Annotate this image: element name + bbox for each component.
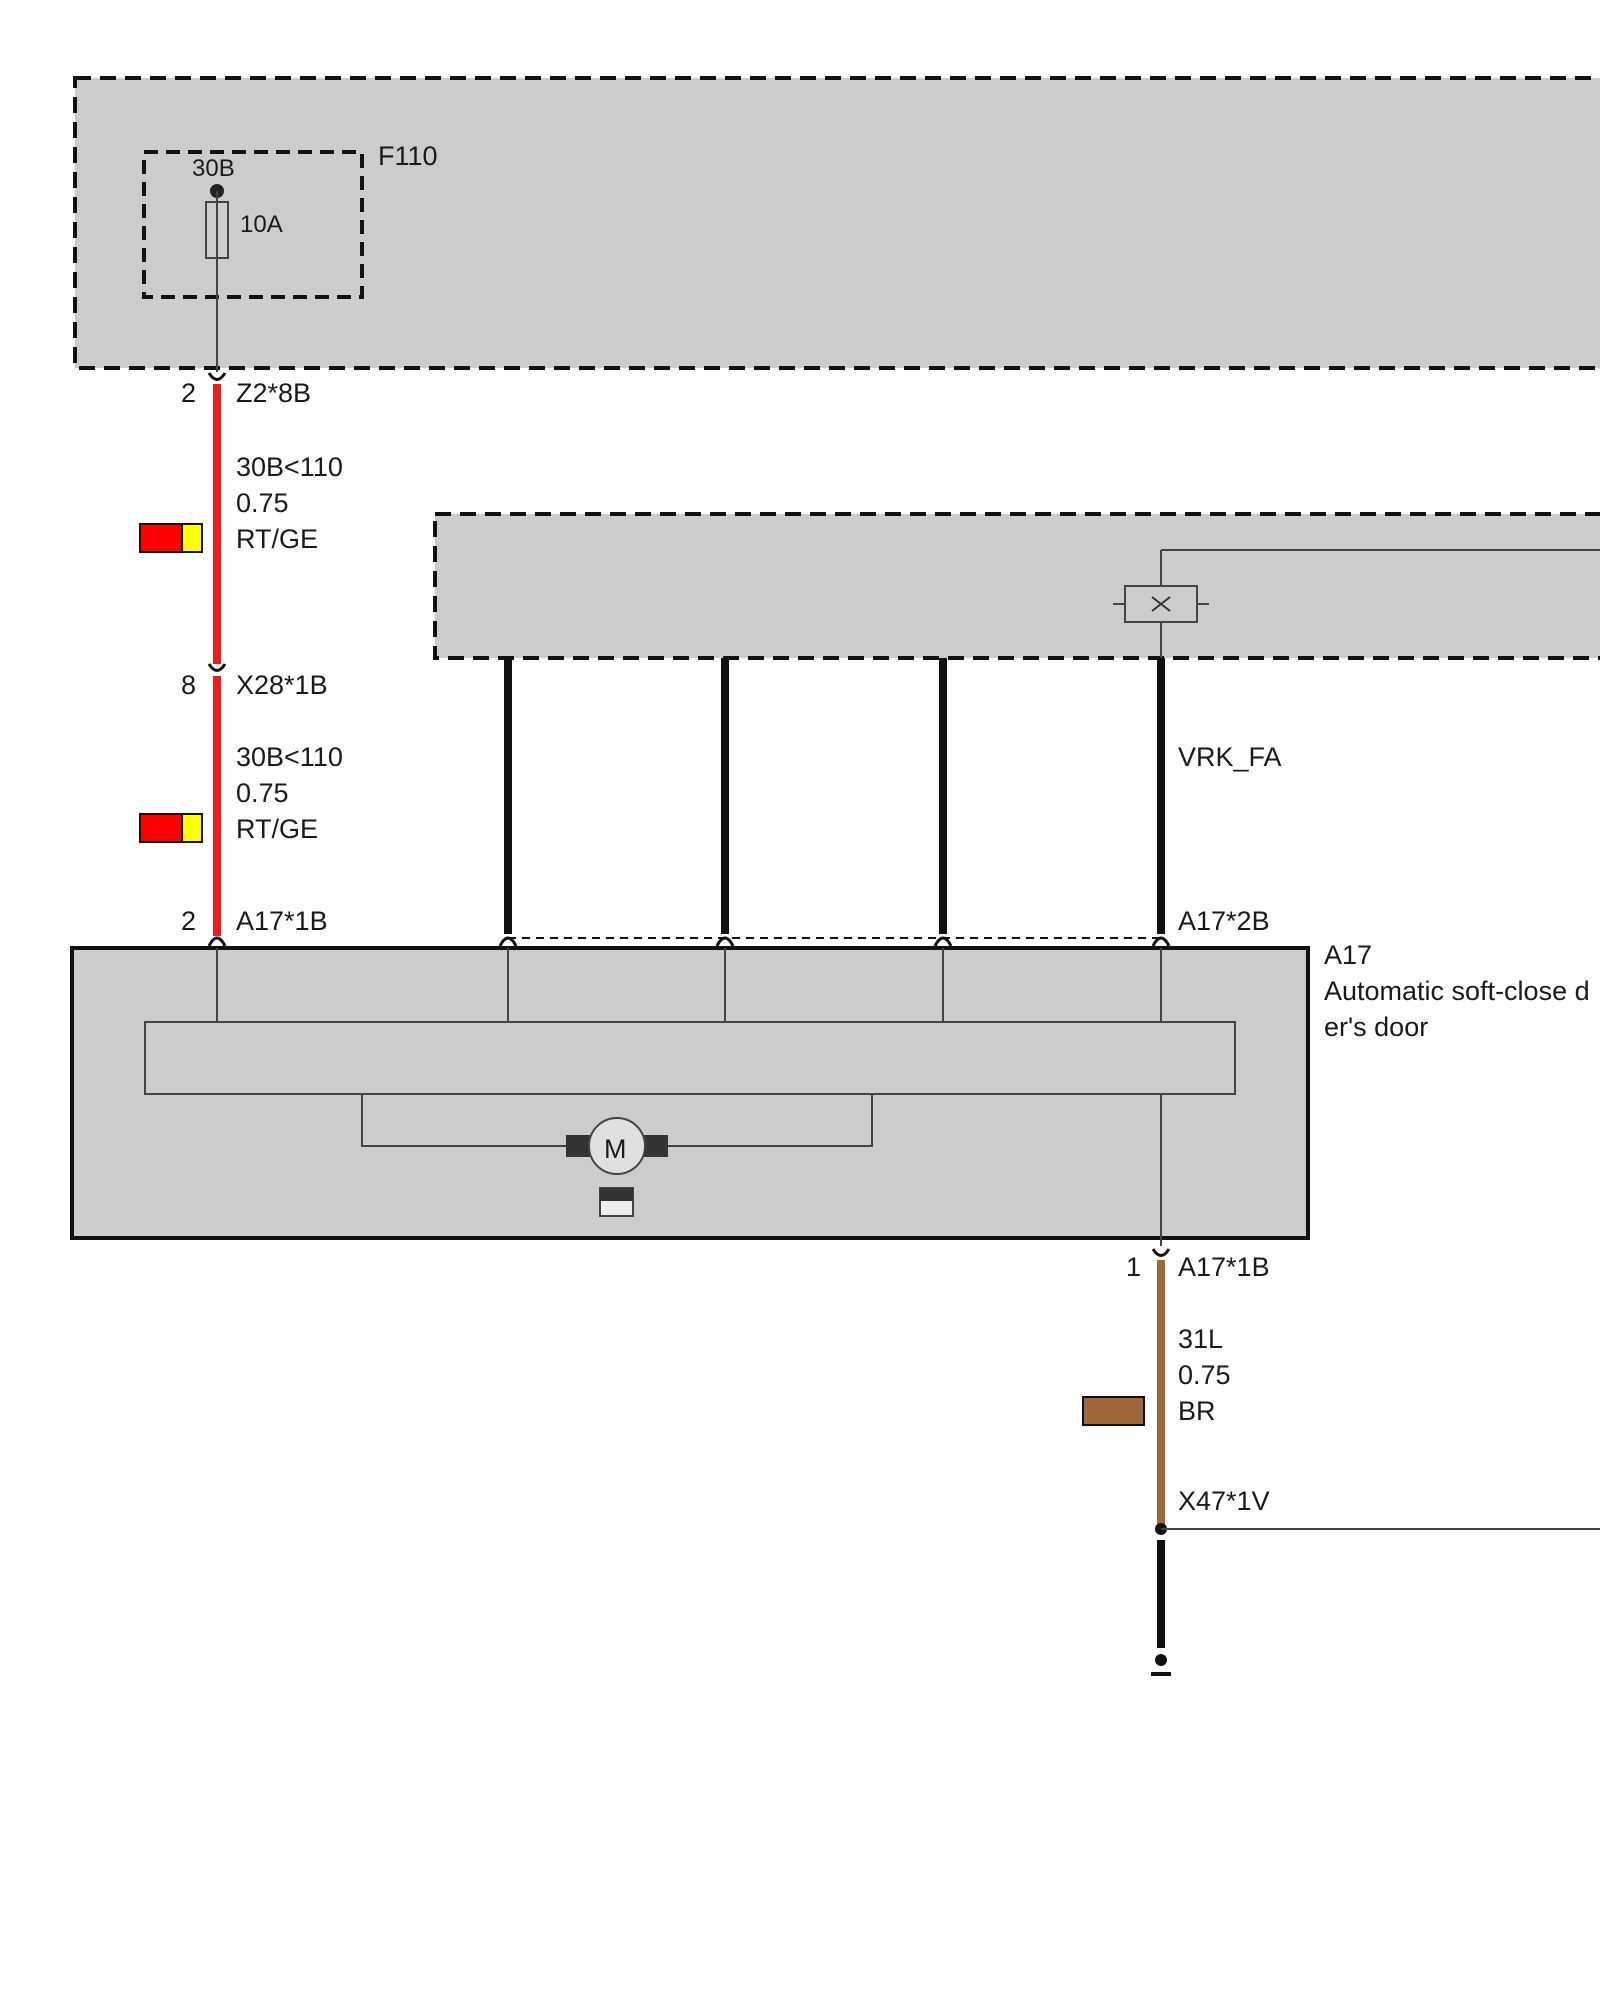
ground-connector: A17*1B [1178, 1252, 1270, 1282]
bus-arc-2 [715, 936, 735, 947]
motor-icon: M [566, 1117, 668, 1175]
fuse-inner-box [142, 150, 364, 299]
wire2-cross-section: 0.75 [236, 778, 289, 808]
ground-point-dot [1155, 1654, 1167, 1666]
bus-connector-label: A17*2B [1178, 906, 1270, 936]
switch-icon [599, 1187, 634, 1217]
bus-line-label: VRK_FA [1178, 742, 1282, 772]
component-description-line1: Automatic soft-close d [1324, 976, 1590, 1006]
component-description-line2: er's door [1324, 1012, 1428, 1042]
wire2-color-swatch [139, 813, 203, 843]
wire2-connector-bottom: A17*1B [236, 906, 328, 936]
transceiver-icon [1113, 585, 1209, 660]
switch-fill [600, 1188, 633, 1201]
wire1-signal: 30B<110 [236, 452, 343, 482]
wire2-pin-bottom: 2 [181, 906, 196, 936]
wire1-swatch-yellow [181, 523, 203, 553]
ground-color-code: BR [1178, 1396, 1216, 1426]
motor-shaft-right [644, 1135, 668, 1157]
wire1-pin-top: 2 [181, 378, 196, 408]
wire2-signal: 30B<110 [236, 742, 343, 772]
control-module-box [433, 512, 1600, 660]
bus-arc-3 [933, 936, 953, 947]
fuse-module-box [73, 76, 1600, 370]
splice-label: X47*1V [1178, 1486, 1270, 1516]
fuse-terminal-label: 30B [192, 155, 235, 182]
fuse-rating: 10A [240, 211, 283, 238]
ground-signal: 31L [1178, 1324, 1223, 1354]
connector-z2-arc [207, 372, 227, 381]
a17-control-unit [144, 1021, 1236, 1095]
component-id: A17 [1324, 940, 1372, 970]
wire2-swatch-yellow [181, 813, 203, 843]
connector-x28-arc [207, 663, 227, 672]
wire1-color-swatch [139, 523, 203, 553]
ground-color-swatch [1082, 1396, 1145, 1426]
wire1-color-code: RT/GE [236, 524, 318, 554]
wire2-color-code: RT/GE [236, 814, 318, 844]
transceiver-cross-b [1151, 596, 1171, 612]
wire2-pin-top: 8 [181, 670, 196, 700]
bus-arc-1 [498, 936, 518, 947]
ground-pin: 1 [1126, 1252, 1141, 1282]
motor-housing [588, 1117, 646, 1175]
motor-symbol: M [604, 1134, 627, 1164]
motor-shaft-left [566, 1135, 590, 1157]
fuse-module-name: F110 [378, 141, 438, 171]
ground-cross-section: 0.75 [1178, 1360, 1231, 1390]
bus-arc-4 [1151, 936, 1171, 947]
wire1-connector-top: Z2*8B [236, 378, 311, 408]
wire2-connector-top: X28*1B [236, 670, 328, 700]
wire1-cross-section: 0.75 [236, 488, 289, 518]
connector-ground-arc [1151, 1248, 1171, 1257]
wire1-swatch-red [139, 523, 183, 553]
connector-a17-1b-arc [207, 936, 227, 947]
wire2-swatch-red [139, 813, 183, 843]
